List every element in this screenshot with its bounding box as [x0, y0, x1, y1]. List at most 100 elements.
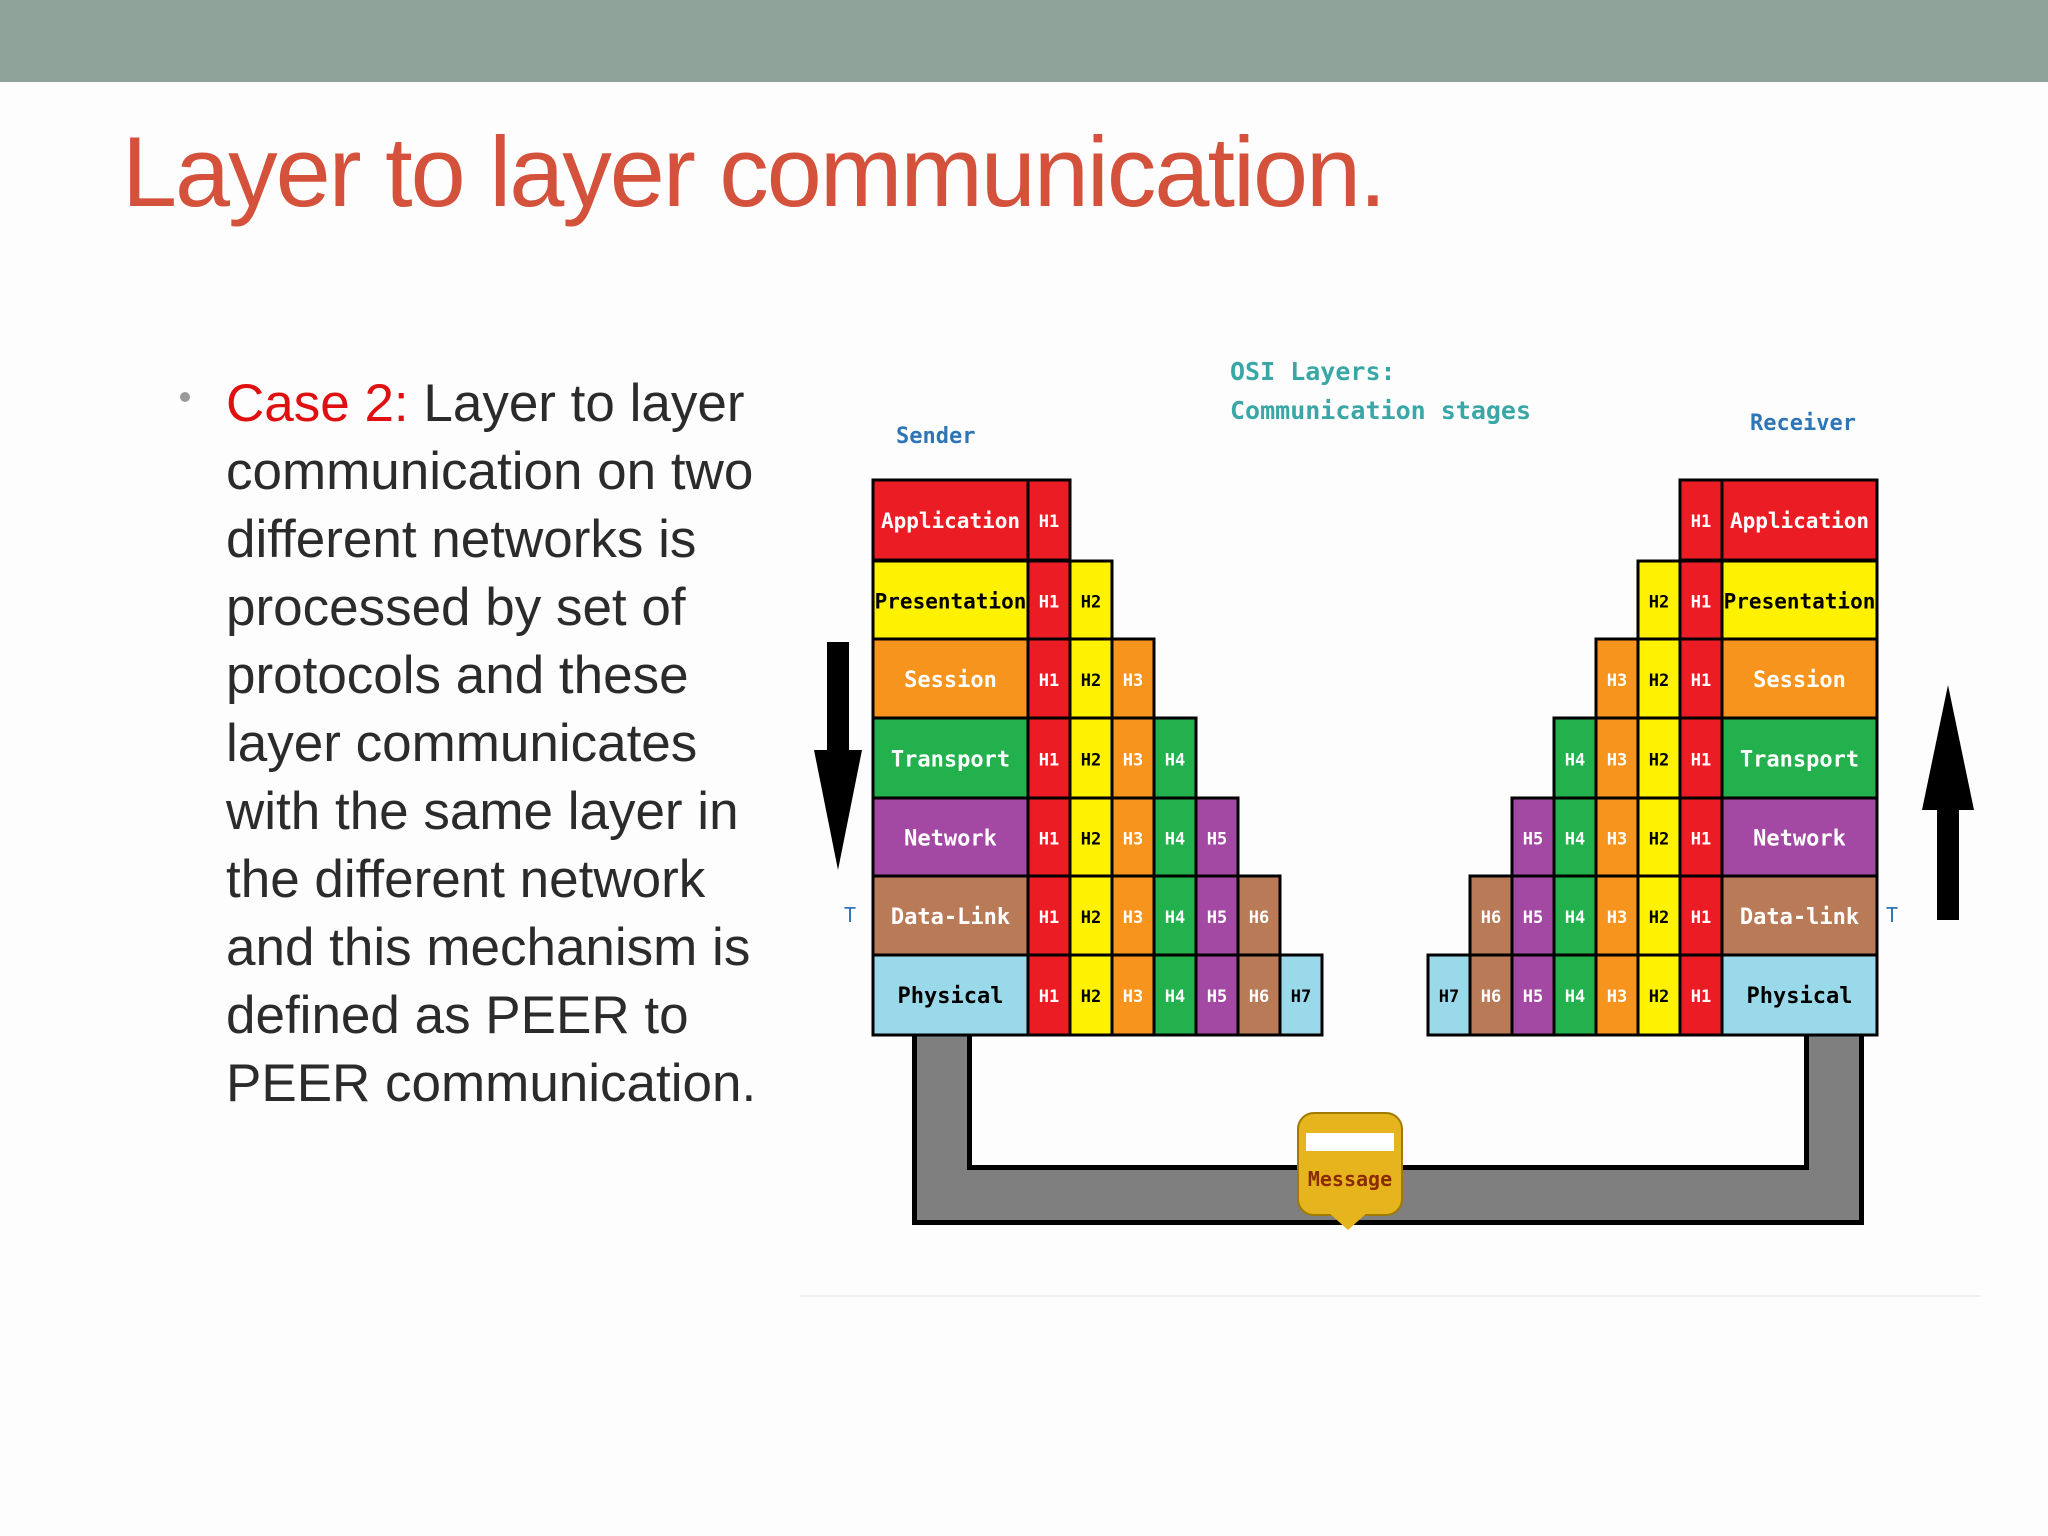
- receiver-label: Receiver: [1750, 411, 1856, 436]
- sender-header-cell: [1152, 874, 1198, 958]
- receiver-header-cell: [1552, 953, 1598, 1037]
- sender-header-label: H6: [1249, 987, 1269, 1007]
- sender-header-label: H3: [1123, 751, 1143, 771]
- sender-header-cell: [1110, 953, 1156, 1037]
- receiver-layer-label: Network: [1753, 827, 1846, 852]
- message-bubble: Message: [1297, 1112, 1403, 1230]
- receiver-header-label: H6: [1481, 987, 1501, 1007]
- sender-header-label: H1: [1039, 512, 1059, 532]
- receiver-header-label: H5: [1523, 830, 1543, 850]
- sender-layer-box: [871, 953, 1030, 1037]
- receiver-layer-stack: ApplicationH1PresentationH1H2SessionH1H2…: [1426, 478, 1879, 1037]
- message-label: Message: [1308, 1167, 1392, 1191]
- sender-header-label: H3: [1123, 671, 1143, 691]
- sender-header-label: H3: [1123, 830, 1143, 850]
- sender-label: Sender: [896, 424, 975, 449]
- receiver-header-cell: [1636, 716, 1682, 801]
- receiver-layer-label: Session: [1753, 668, 1846, 693]
- receiver-layer-label: Transport: [1740, 748, 1859, 773]
- sender-layer-label: Session: [904, 668, 997, 693]
- receiver-layer-label: Application: [1730, 509, 1869, 533]
- receiver-layer-application: Application H1: [1678, 478, 1879, 562]
- sender-header-label: H5: [1207, 908, 1227, 928]
- sender-header-cell: [1110, 796, 1156, 879]
- receiver-header-cell: [1468, 953, 1514, 1037]
- receiver-layer-label: Physical: [1747, 984, 1853, 1009]
- sender-header-label: H2: [1081, 593, 1101, 613]
- receiver-header-cell: [1678, 559, 1724, 642]
- receiver-header-label: H1: [1691, 751, 1711, 771]
- receiver-header-cell: [1636, 796, 1682, 879]
- receiver-header-label: H1: [1691, 593, 1711, 613]
- top-accent-bar: [0, 0, 2048, 82]
- sender-header-cell: [1068, 559, 1114, 642]
- receiver-header-label: H4: [1565, 987, 1585, 1007]
- sender-layer-box: [871, 478, 1030, 562]
- sender-header-cell: [1194, 874, 1240, 958]
- diagram-title-line2: Communication stages: [1230, 396, 1531, 425]
- receiver-header-label: H4: [1565, 830, 1585, 850]
- receiver-header-cell: [1594, 874, 1640, 958]
- sender-header-label: H2: [1081, 830, 1101, 850]
- receiver-layer-box: [1720, 637, 1879, 721]
- receiver-layer-label: Data-link: [1740, 905, 1859, 930]
- receiver-header-label: H3: [1607, 830, 1627, 850]
- receiver-layer-label: Presentation: [1724, 590, 1876, 614]
- sender-header-cell: [1110, 637, 1156, 721]
- receiver-header-label: H3: [1607, 908, 1627, 928]
- sender-header-label: H5: [1207, 987, 1227, 1007]
- receiver-side-mark: T: [1886, 903, 1898, 927]
- sender-header-label: H4: [1165, 830, 1185, 850]
- sender-layer-label: Presentation: [875, 590, 1027, 614]
- sender-header-label: H1: [1039, 987, 1059, 1007]
- sender-header-label: H3: [1123, 908, 1143, 928]
- sender-layer-label: Data-Link: [891, 905, 1010, 930]
- receiver-layer-box: [1720, 874, 1879, 958]
- bullet-body: Layer to layer communication on two diff…: [226, 374, 757, 1113]
- bullet-dot: [180, 392, 190, 402]
- sender-header-label: H4: [1165, 908, 1185, 928]
- receiver-layer-box: [1720, 716, 1879, 801]
- receiver-header-label: H7: [1439, 987, 1459, 1007]
- sender-header-label: H7: [1291, 987, 1311, 1007]
- receiver-header-label: H2: [1649, 593, 1669, 613]
- receiver-header-label: H2: [1649, 987, 1669, 1007]
- receiver-header-label: H5: [1523, 908, 1543, 928]
- sender-layer-box: [871, 559, 1030, 642]
- receiver-header-cell: [1426, 953, 1472, 1037]
- sender-header-label: H4: [1165, 987, 1185, 1007]
- receiver-header-cell: [1678, 478, 1724, 562]
- sender-header-label: H2: [1081, 671, 1101, 691]
- sender-header-cell: [1194, 796, 1240, 879]
- sender-header-label: H1: [1039, 830, 1059, 850]
- sender-layer-label: Application: [881, 509, 1020, 533]
- sender-layer-label: Physical: [898, 984, 1004, 1009]
- receiver-header-label: H1: [1691, 671, 1711, 691]
- sender-header-label: H2: [1081, 908, 1101, 928]
- receiver-header-label: H1: [1691, 830, 1711, 850]
- sender-header-label: H5: [1207, 830, 1227, 850]
- receiver-header-cell: [1636, 953, 1682, 1037]
- receiver-header-label: H1: [1691, 512, 1711, 532]
- sender-header-cell: [1110, 874, 1156, 958]
- receiver-header-label: H4: [1565, 751, 1585, 771]
- diagram-title-line1: OSI Layers:: [1230, 357, 1396, 386]
- sender-side-mark: T: [844, 903, 856, 927]
- receiver-header-label: H3: [1607, 987, 1627, 1007]
- receiver-header-cell: [1510, 796, 1556, 879]
- receiver-header-label: H2: [1649, 751, 1669, 771]
- receiver-header-cell: [1636, 874, 1682, 958]
- sender-layer-label: Transport: [891, 748, 1010, 773]
- sender-header-cell: [1278, 953, 1324, 1037]
- sender-header-cell: [1152, 953, 1198, 1037]
- receiver-header-label: H3: [1607, 671, 1627, 691]
